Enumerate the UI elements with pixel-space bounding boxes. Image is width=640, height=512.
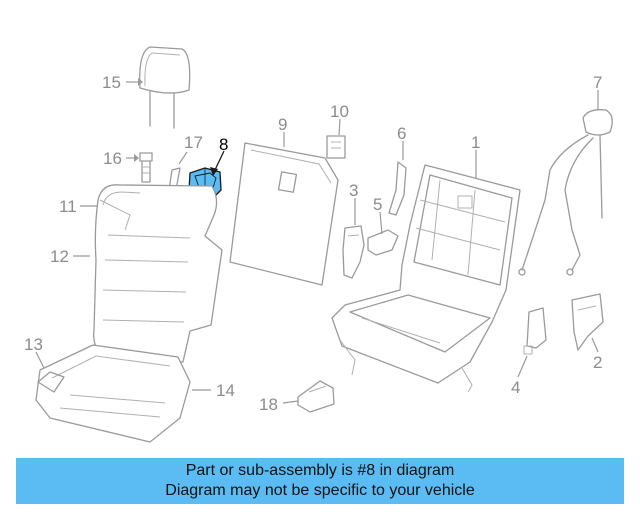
callout-11: 11 xyxy=(59,197,77,216)
back-panel-part[interactable] xyxy=(229,142,339,286)
banner-line-1: Part or sub-assembly is #8 in diagram xyxy=(185,462,455,479)
seat-belt-part[interactable] xyxy=(518,109,613,276)
callout-7: 7 xyxy=(593,73,602,92)
callout-8: 8 xyxy=(219,135,228,154)
bracket-part-10[interactable] xyxy=(326,135,346,159)
callout-17: 17 xyxy=(184,133,203,152)
side-bracket-part[interactable] xyxy=(388,161,407,216)
callout-9: 9 xyxy=(278,115,287,134)
callout-16: 16 xyxy=(103,149,122,168)
bracket-part-2[interactable] xyxy=(571,293,604,351)
leader-lines xyxy=(35,78,599,404)
callout-14: 14 xyxy=(216,381,235,400)
callout-15: 15 xyxy=(102,73,121,92)
callout-6: 6 xyxy=(397,124,406,143)
banner-line-2: Diagram may not be specific to your vehi… xyxy=(165,482,475,499)
seat-cushion-part[interactable] xyxy=(35,344,191,443)
bolt-part[interactable] xyxy=(139,152,153,183)
callout-18: 18 xyxy=(259,395,278,414)
seat-back-cover-part[interactable] xyxy=(93,184,223,363)
buckle-cover-part[interactable] xyxy=(523,307,547,355)
callout-12: 12 xyxy=(50,247,69,266)
parts-diagram: 15 16 17 8 9 10 6 1 7 3 5 11 12 13 14 18… xyxy=(24,46,613,443)
floor-bracket-part[interactable] xyxy=(297,380,335,413)
headrest-part[interactable] xyxy=(139,46,191,129)
latch-cover-part[interactable] xyxy=(342,225,365,279)
callout-13: 13 xyxy=(24,335,43,354)
callout-4: 4 xyxy=(511,378,520,397)
callout-3: 3 xyxy=(349,181,358,200)
callout-1: 1 xyxy=(471,133,480,152)
trim-part-5[interactable] xyxy=(367,229,399,256)
seat-frame-part[interactable] xyxy=(331,164,521,393)
callout-5: 5 xyxy=(373,195,382,214)
info-banner: Part or sub-assembly is #8 in diagram Di… xyxy=(16,458,624,504)
callout-10: 10 xyxy=(330,102,349,121)
callout-2: 2 xyxy=(593,353,602,372)
